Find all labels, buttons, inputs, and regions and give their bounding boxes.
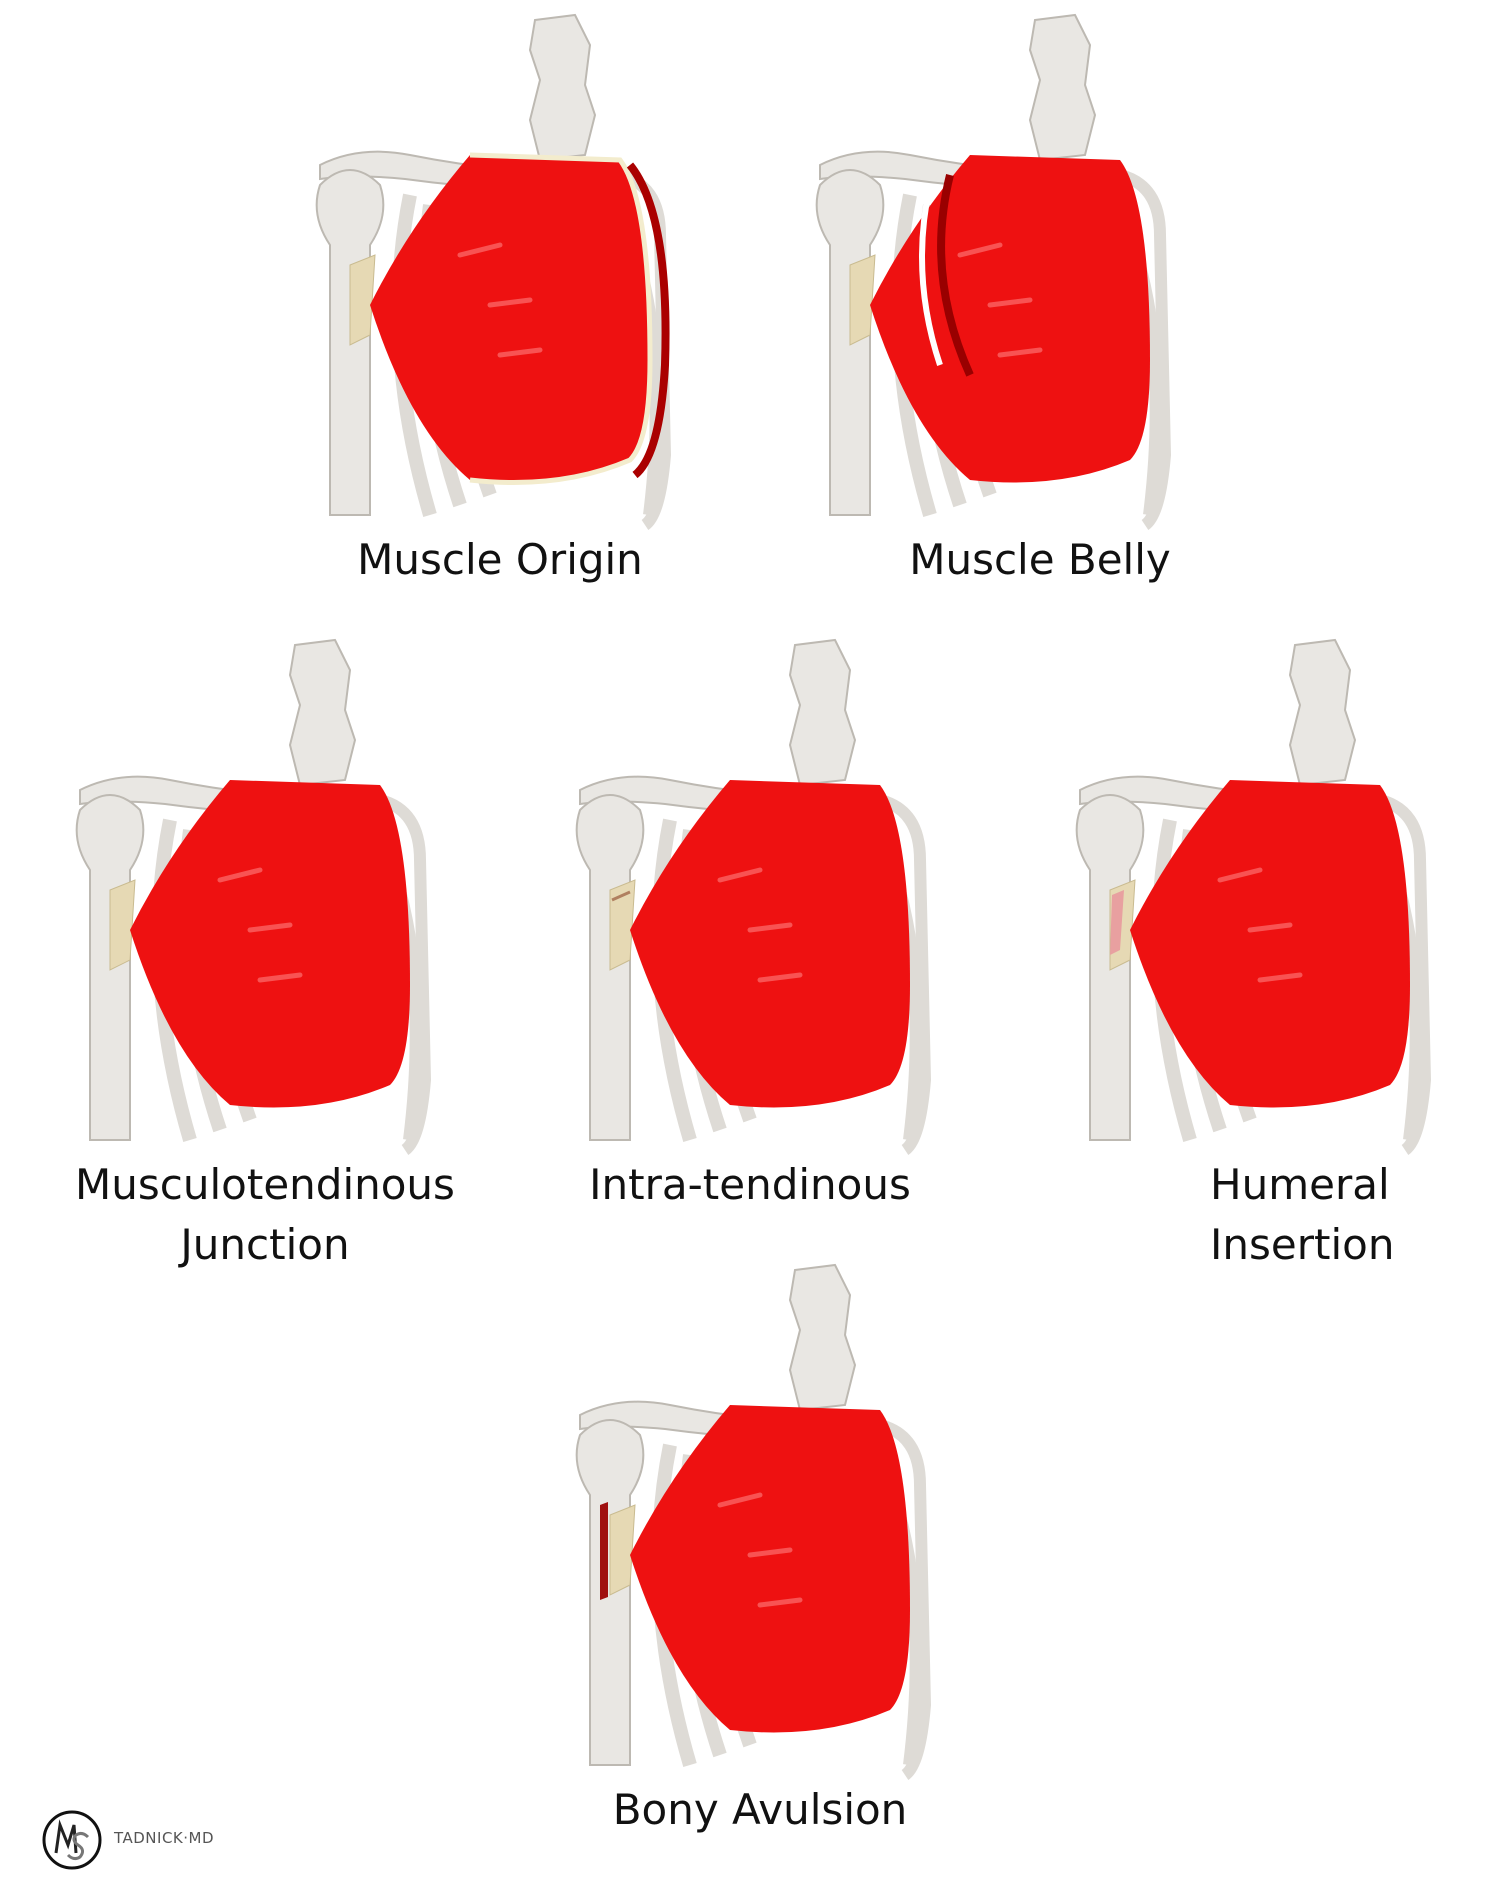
shoulder-illustration [575,1263,932,1780]
label-line2: Insertion [1210,1220,1395,1269]
cervical-spine [1288,638,1357,787]
muscle-highlights [717,867,803,983]
origin-tear-line [469,152,653,485]
label-line1: Musculotendinous [75,1160,455,1209]
label-intra-tendinous: Intra-tendinous [589,1160,911,1209]
shoulder-illustration [575,638,932,1155]
scapula-border [1118,169,1172,530]
tendon-insertion [609,879,636,971]
shoulder-illustration [315,13,672,530]
scapula-border [878,1419,932,1780]
shoulder-illustration [75,638,432,1155]
belly-tear-line [937,174,974,377]
shoulder-illustration [1075,638,1432,1155]
tendon-insertion [609,1504,636,1596]
stadnick-md-logo: TADNICK·MD [38,1805,238,1875]
muscle-highlights [1217,867,1303,983]
label-musculotendinous-junction: Musculotendinous Junction [35,1155,495,1275]
intra-tendon-tear [611,890,631,902]
cervical-spine [528,13,597,162]
logo-text: TADNICK·MD [114,1829,215,1847]
tendon-insertion [109,879,136,971]
label-humeral-insertion: Humeral Insertion [1210,1155,1490,1275]
cervical-spine [288,638,357,787]
logo-monogram-icon [42,1810,102,1870]
cervical-spine [788,1263,857,1412]
muscle-highlights [717,1492,803,1608]
pectoralis-muscle [1130,780,1410,1108]
pectoralis-muscle [130,780,410,1108]
muscle-highlights [217,867,303,983]
cervical-spine [788,638,857,787]
tendon-insertion [849,254,876,346]
humeral-tear [1110,890,1124,955]
panel-intra-tendinous [550,630,970,1160]
scapula-border [1378,794,1432,1155]
panel-musculotendinous-junction [50,630,470,1160]
muscle-highlights [457,242,543,358]
shoulder-illustration [815,13,1172,530]
panel-bony-avulsion [550,1255,970,1785]
cervical-spine [1028,13,1097,162]
pectoralis-muscle [370,155,650,483]
label-line2: Junction [180,1220,350,1269]
label-bony-avulsion: Bony Avulsion [612,1785,908,1834]
scapula-border [378,794,432,1155]
scapula-border [878,794,932,1155]
panel-humeral-insertion [1050,630,1470,1160]
bony-avulsion-fragment [600,1502,608,1600]
muscle-highlights [957,242,1043,358]
pectoralis-muscle [630,1405,910,1733]
label-muscle-origin: Muscle Origin [357,535,643,584]
label-muscle-belly: Muscle Belly [909,535,1171,584]
panel-muscle-belly [790,5,1210,535]
tendon-insertion [349,254,376,346]
pectoralis-muscle [630,780,910,1108]
label-line1: Humeral [1210,1160,1390,1209]
panel-muscle-origin [290,5,710,535]
